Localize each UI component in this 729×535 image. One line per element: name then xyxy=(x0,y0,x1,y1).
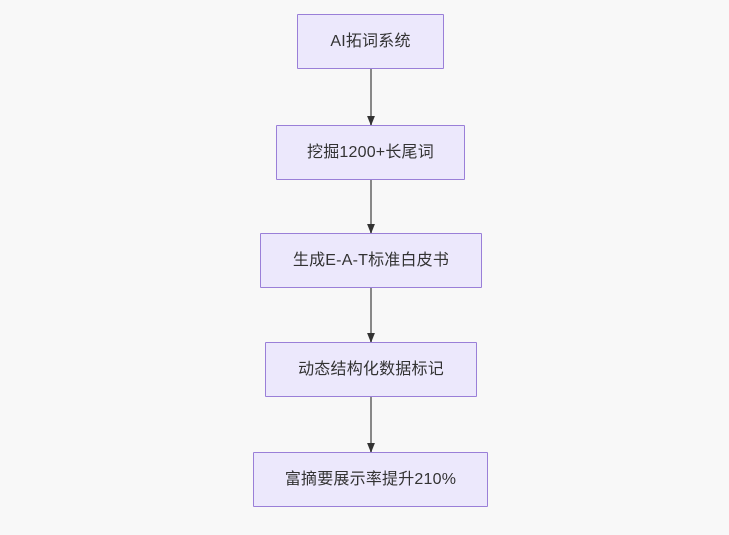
flowchart-node-ai-keyword-system[interactable]: AI拓词系统 xyxy=(297,14,444,69)
node-label: 挖掘1200+长尾词 xyxy=(307,143,434,161)
node-label: 生成E-A-T标准白皮书 xyxy=(292,251,450,269)
flowchart-node-dynamic-structured-data-markup[interactable]: 动态结构化数据标记 xyxy=(265,342,477,397)
flowchart-node-generate-eat-whitepaper[interactable]: 生成E-A-T标准白皮书 xyxy=(260,233,482,288)
flowchart-node-mine-longtail-keywords[interactable]: 挖掘1200+长尾词 xyxy=(276,125,465,180)
node-label: AI拓词系统 xyxy=(330,32,411,50)
node-label: 动态结构化数据标记 xyxy=(298,360,444,378)
node-label: 富摘要展示率提升210% xyxy=(284,470,457,488)
flowchart-node-rich-snippet-rate-increase[interactable]: 富摘要展示率提升210% xyxy=(253,452,488,507)
